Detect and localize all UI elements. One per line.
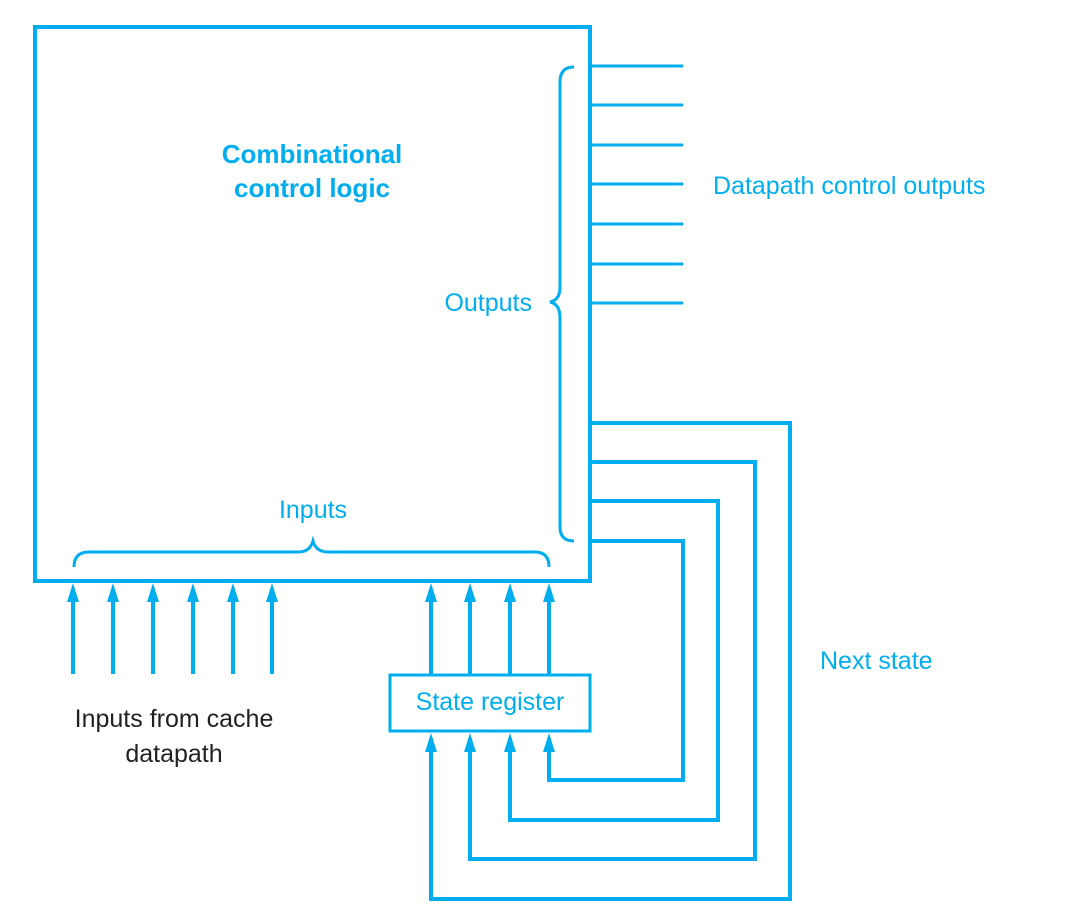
inputs-from-cache-label-line1: Inputs from cache [75, 705, 274, 733]
arrowhead-icon [147, 583, 159, 602]
control-logic-title-line1: Combinational [222, 139, 403, 169]
outputs-brace [549, 65, 575, 543]
arrowhead-icon [187, 583, 199, 602]
state-bit-lines [429, 600, 551, 675]
arrowhead-icon [504, 583, 516, 602]
arrowhead-icon [227, 583, 239, 602]
inputs-label: Inputs [279, 496, 347, 524]
arrowhead-icon [425, 583, 437, 602]
arrowhead-icon [67, 583, 79, 602]
arrowhead-icon [464, 583, 476, 602]
datapath-control-outputs-label: Datapath control outputs [713, 172, 985, 200]
next-state-label: Next state [820, 647, 933, 675]
state-register-label: State register [416, 688, 565, 716]
outputs-label: Outputs [444, 289, 532, 317]
cache-input-arrowheads [67, 583, 278, 602]
next-state-feedback-lines [429, 421, 792, 901]
arrowhead-icon [425, 733, 437, 752]
arrowhead-icon [107, 583, 119, 602]
state-bit-arrowheads [425, 583, 555, 602]
next-state-line-2 [468, 460, 757, 861]
next-state-line-3 [508, 499, 720, 822]
inputs-from-cache-label-line2: datapath [125, 740, 222, 768]
arrowhead-icon [266, 583, 278, 602]
arrowhead-icon [543, 733, 555, 752]
arrowhead-icon [543, 583, 555, 602]
arrowhead-icon [504, 733, 516, 752]
state-register-input-arrowheads [425, 733, 555, 752]
next-state-line-4 [547, 539, 685, 782]
cache-input-lines [71, 600, 274, 674]
control-logic-title-line2: control logic [234, 173, 390, 203]
datapath-control-output-lines [590, 64, 683, 305]
arrowhead-icon [464, 733, 476, 752]
inputs-brace [72, 535, 551, 568]
state-register-block [388, 673, 592, 733]
next-state-line-1 [429, 421, 792, 901]
